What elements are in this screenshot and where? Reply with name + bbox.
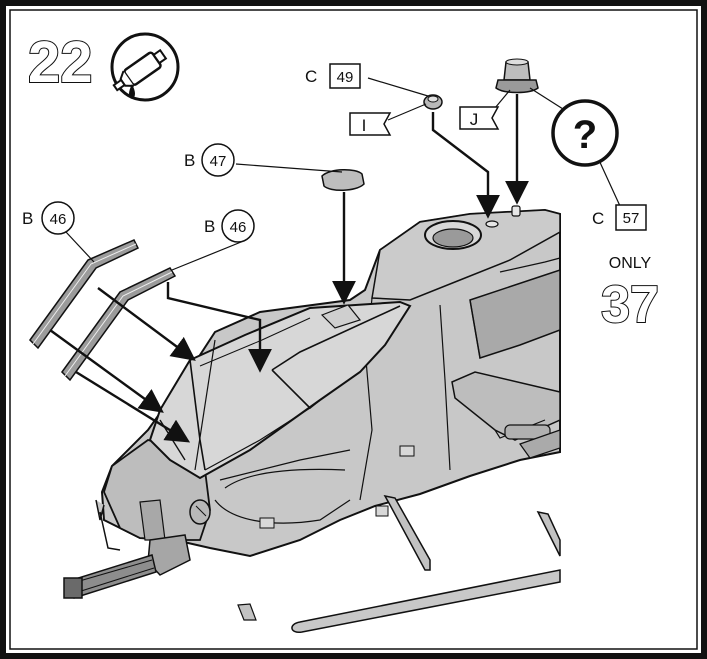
svg-text:57: 57 — [623, 210, 640, 227]
svg-text:?: ? — [573, 113, 597, 157]
svg-text:46: 46 — [230, 219, 247, 236]
part-46-right — [61, 267, 177, 382]
chin-gun — [63, 534, 191, 599]
svg-text:B: B — [22, 209, 33, 228]
decal-i: I — [349, 112, 392, 136]
part-46-left — [29, 239, 140, 350]
svg-text:ONLY: ONLY — [609, 255, 652, 272]
question-mark-icon: ? — [551, 99, 619, 167]
part-49 — [423, 94, 443, 110]
step-number: 22 — [28, 30, 93, 95]
assembly-arrows — [49, 94, 529, 443]
beacon-part — [495, 58, 539, 94]
callout-b46-right: B 46 — [204, 209, 255, 243]
svg-text:B: B — [184, 151, 195, 170]
svg-text:I: I — [362, 116, 367, 135]
svg-text:C: C — [305, 67, 317, 86]
svg-text:B: B — [204, 217, 215, 236]
svg-text:49: 49 — [337, 69, 354, 86]
callout-c49: C 49 — [305, 63, 361, 89]
svg-text:47: 47 — [210, 153, 227, 170]
svg-text:C: C — [592, 209, 604, 228]
callout-c57: C 57 — [592, 204, 647, 231]
decal-j: J — [459, 106, 500, 130]
callout-b47: B 47 — [184, 143, 235, 177]
glue-tube-icon — [110, 32, 180, 102]
variant-note: ONLY 37 — [600, 255, 660, 335]
callout-b46-left: B 46 — [22, 201, 75, 235]
svg-text:46: 46 — [50, 211, 67, 228]
landing-skids — [237, 494, 561, 633]
svg-text:37: 37 — [601, 276, 659, 334]
svg-text:J: J — [470, 110, 479, 129]
canopy — [148, 300, 412, 480]
part-47 — [321, 169, 365, 191]
